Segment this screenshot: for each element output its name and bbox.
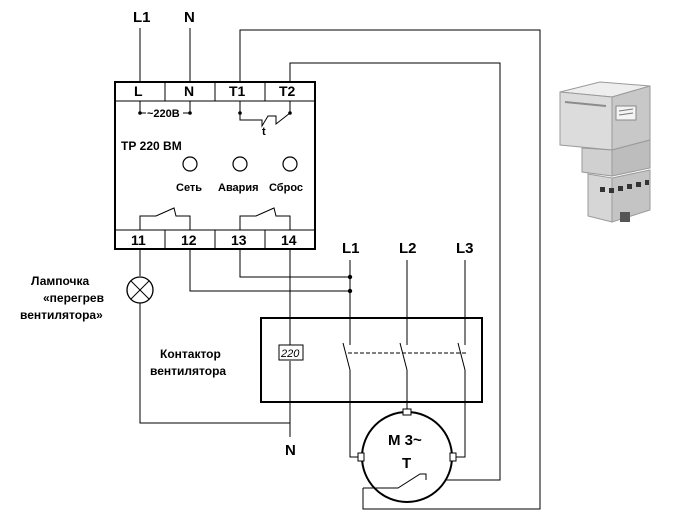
contact-13-14 <box>239 207 291 230</box>
contactor-coil <box>278 344 304 361</box>
terminal-t2-label: T2 <box>279 83 296 99</box>
phase-l3-label: L3 <box>456 240 474 257</box>
contactor-switch-l3 <box>457 342 466 371</box>
indicator-reset-led <box>282 156 298 172</box>
din-rail-relay-photo <box>559 81 651 223</box>
junction-dot <box>347 288 353 294</box>
lamp-label-line3: вентилятора» <box>20 308 103 322</box>
contact-11-12 <box>139 207 191 230</box>
supply-dot-n <box>188 111 192 115</box>
wire-terminal-12 <box>189 249 350 292</box>
terminal-11-label: 11 <box>131 232 146 248</box>
contactor-switch-l2 <box>399 342 408 371</box>
relay-tr220vm: L N T1 T2 11 12 13 14 ~220В t ТР 220 ВМ … <box>114 81 316 250</box>
contactor-coil-voltage: 220 <box>280 348 300 360</box>
voltage-label: ~220В <box>147 108 180 120</box>
terminal-l-label: L <box>134 83 143 99</box>
motor-terminal <box>357 452 365 462</box>
neutral-bottom-label: N <box>285 442 296 459</box>
contactor-frame <box>260 317 483 403</box>
terminal-n-label: N <box>184 83 194 99</box>
indicator-set-label: Сеть <box>176 182 202 194</box>
motor-thermo-label: T <box>402 455 411 472</box>
contactor-switch-l1 <box>342 342 351 371</box>
lamp-label-line2: «перегрев <box>43 291 104 305</box>
junction-dot <box>347 274 353 280</box>
indicator-alarm-label: Авария <box>218 182 259 194</box>
wire-motor-l1 <box>349 370 360 458</box>
phase-l2-label: L2 <box>399 240 417 257</box>
supply-n-label: N <box>184 9 195 26</box>
wire-terminal-13 <box>239 249 350 278</box>
terminal-t1-label: T1 <box>229 83 246 99</box>
supply-l1-label: L1 <box>133 9 151 26</box>
indicator-alarm-led <box>232 156 248 172</box>
phase-l1-label: L1 <box>342 240 360 257</box>
motor: M 3~ T <box>357 408 457 503</box>
motor-terminal <box>449 452 457 462</box>
motor-label: M 3~ <box>388 432 422 449</box>
lamp-label-line1: Лампочка <box>31 274 90 288</box>
relay-frame <box>114 81 316 250</box>
indicator-reset-label: Сброс <box>269 182 303 194</box>
wire-lamp-neutral <box>139 303 290 424</box>
motor-terminal <box>402 408 412 416</box>
terminal-12-label: 12 <box>181 232 197 248</box>
motor-thermo-contact <box>363 473 427 489</box>
supply-dot-l <box>138 111 142 115</box>
terminal-14-label: 14 <box>281 232 297 248</box>
lamp-icon <box>126 276 154 304</box>
wire-t2-loop <box>289 62 501 481</box>
timer-contact <box>239 112 291 128</box>
contactor-label-line1: Контактор <box>160 347 221 361</box>
terminal-13-label: 13 <box>231 232 247 248</box>
timer-label: t <box>262 126 266 138</box>
contactor-label-line2: вентилятора <box>150 364 226 378</box>
relay-model-label: ТР 220 ВМ <box>121 139 182 153</box>
indicator-set-led <box>182 156 198 172</box>
wire-t1-loop <box>239 29 541 510</box>
wire-motor-l3 <box>454 370 466 458</box>
